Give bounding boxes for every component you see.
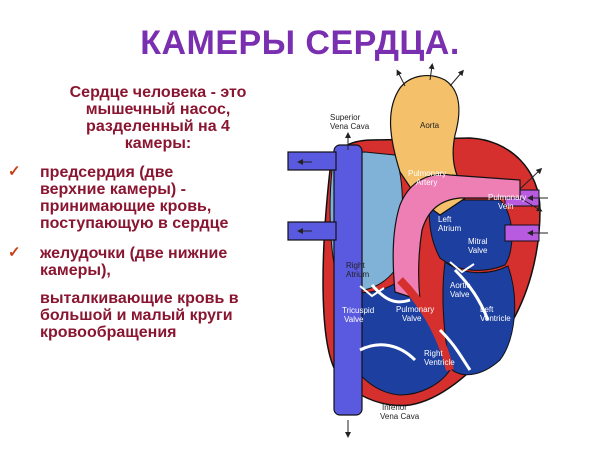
bullet-line: принимающие кровь, xyxy=(40,198,212,215)
intro-line: камеры: xyxy=(124,135,192,152)
arrow xyxy=(428,63,435,81)
arrow xyxy=(449,69,464,87)
tricuspid-valve xyxy=(359,285,385,298)
continuation-line: выталкивающие кровь в xyxy=(40,290,239,307)
arrow xyxy=(519,197,543,212)
label-left-atrium: Left Atrium xyxy=(438,215,461,233)
label-tricuspid-valve: Tricuspid Valve xyxy=(342,306,376,324)
vena-cava xyxy=(333,144,363,416)
continuation-line: большой и малый круги xyxy=(40,307,233,324)
label-pulmonary-artery: Pulmonary Artery xyxy=(408,169,448,187)
bullet-line: желудочки (две нижние xyxy=(40,245,228,262)
bullet-text: желудочки (две нижние камеры), xyxy=(40,245,298,279)
page-title: КАМЕРЫ СЕРДЦА. xyxy=(140,24,460,62)
label-inferior-vena-cava: Inferior Vena Cava xyxy=(380,403,420,421)
bullet-text: предсердия (две верхние камеры) - приним… xyxy=(40,164,298,232)
flow-arrow xyxy=(370,284,411,304)
left-atrium xyxy=(428,199,513,271)
check-mark-icon: ✓ xyxy=(8,163,21,180)
label-left-ventricle: Left Ventricle xyxy=(480,305,511,323)
bullet-ventricles: ✓ желудочки (две нижние камеры), xyxy=(8,244,298,279)
arrow xyxy=(396,69,406,87)
label-superior-vena-cava: Superior Vena Cava xyxy=(330,113,370,131)
intro-text: Сердце человека - это мышечный насос, ра… xyxy=(34,84,282,152)
bullet-line: поступающую в сердце xyxy=(40,215,229,232)
intro-line: разделенный на 4 xyxy=(86,118,230,135)
flow-arrow xyxy=(453,268,490,321)
intro-line: мышечный насос, xyxy=(85,101,231,118)
label-pulmonary-valve: Pulmonary Valve xyxy=(396,305,436,323)
label-right-atrium: Right Atrium xyxy=(346,261,369,279)
label-right-ventricle: Right Ventricle xyxy=(424,349,455,367)
septum xyxy=(397,277,454,371)
arrow xyxy=(519,167,543,190)
label-mitral-valve: Mitral Valve xyxy=(468,237,490,255)
left-ventricle xyxy=(442,261,516,376)
mitral-valve xyxy=(449,261,475,274)
flow-arrow xyxy=(359,343,417,362)
continuation-line: кровообращения xyxy=(40,324,177,341)
check-mark-icon: ✓ xyxy=(8,244,21,261)
bullet-line: предсердия (две xyxy=(40,164,174,181)
pulmonary-artery xyxy=(392,173,521,301)
label-pulmonary-vein: Pulmonary Vein xyxy=(488,193,528,211)
label-aortic-valve: Aortic Valve xyxy=(450,281,473,299)
intro-line: Сердце человека - это xyxy=(69,84,247,101)
bullet-atria: ✓ предсердия (две верхние камеры) - прин… xyxy=(8,163,298,232)
bullet-line: верхние камеры) - xyxy=(40,181,187,198)
bullet-line: камеры), xyxy=(40,262,111,279)
continuation-text: выталкивающие кровь в большой и малый кр… xyxy=(40,290,300,341)
label-aorta: Aorta xyxy=(420,121,440,130)
vena-cava-branch-top xyxy=(287,151,337,171)
flow-arrow xyxy=(438,328,472,371)
